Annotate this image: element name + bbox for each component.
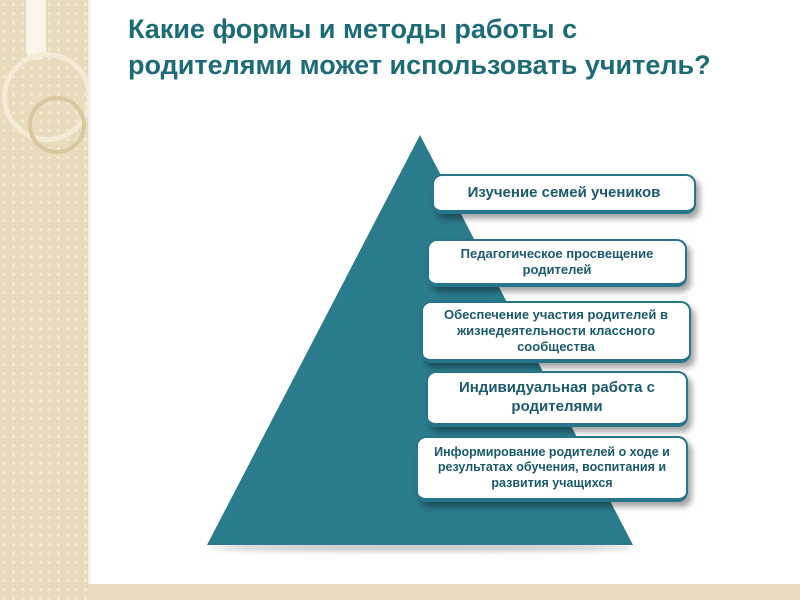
pyramid-item-2-label: Педагогическое просвещение родителей [460, 245, 654, 277]
left-decorative-band [0, 0, 88, 600]
decorative-ring-small [28, 96, 86, 154]
pyramid-item-4: Индивидуальная работа с родителями [426, 371, 688, 427]
pyramid-item-3-label: Обеспечение участия родителей в жизнедея… [444, 306, 668, 355]
decorative-capsule [26, 0, 46, 60]
pyramid-item-5-label: Информирование родителей о ходе и резуль… [434, 444, 670, 490]
pyramid-item-5: Информирование родителей о ходе и резуль… [416, 436, 688, 502]
slide-title-line-1: Какие формы и методы работы с [128, 14, 578, 44]
pyramid-item-2: Педагогическое просвещение родителей [427, 239, 687, 287]
pyramid-item-1-label: Изучение семей учеников [467, 183, 661, 201]
slide-title: Какие формы и методы работы с родителями… [128, 12, 788, 83]
bottom-decorative-band [88, 584, 800, 600]
slide-title-line-2: родителями может использовать учитель? [128, 49, 711, 80]
pyramid-item-4-label: Индивидуальная работа с родителями [458, 379, 656, 415]
pyramid-item-1: Изучение семей учеников [432, 174, 696, 214]
pyramid-item-3: Обеспечение участия родителей в жизнедея… [421, 301, 691, 363]
pyramid-shadow [210, 544, 634, 551]
